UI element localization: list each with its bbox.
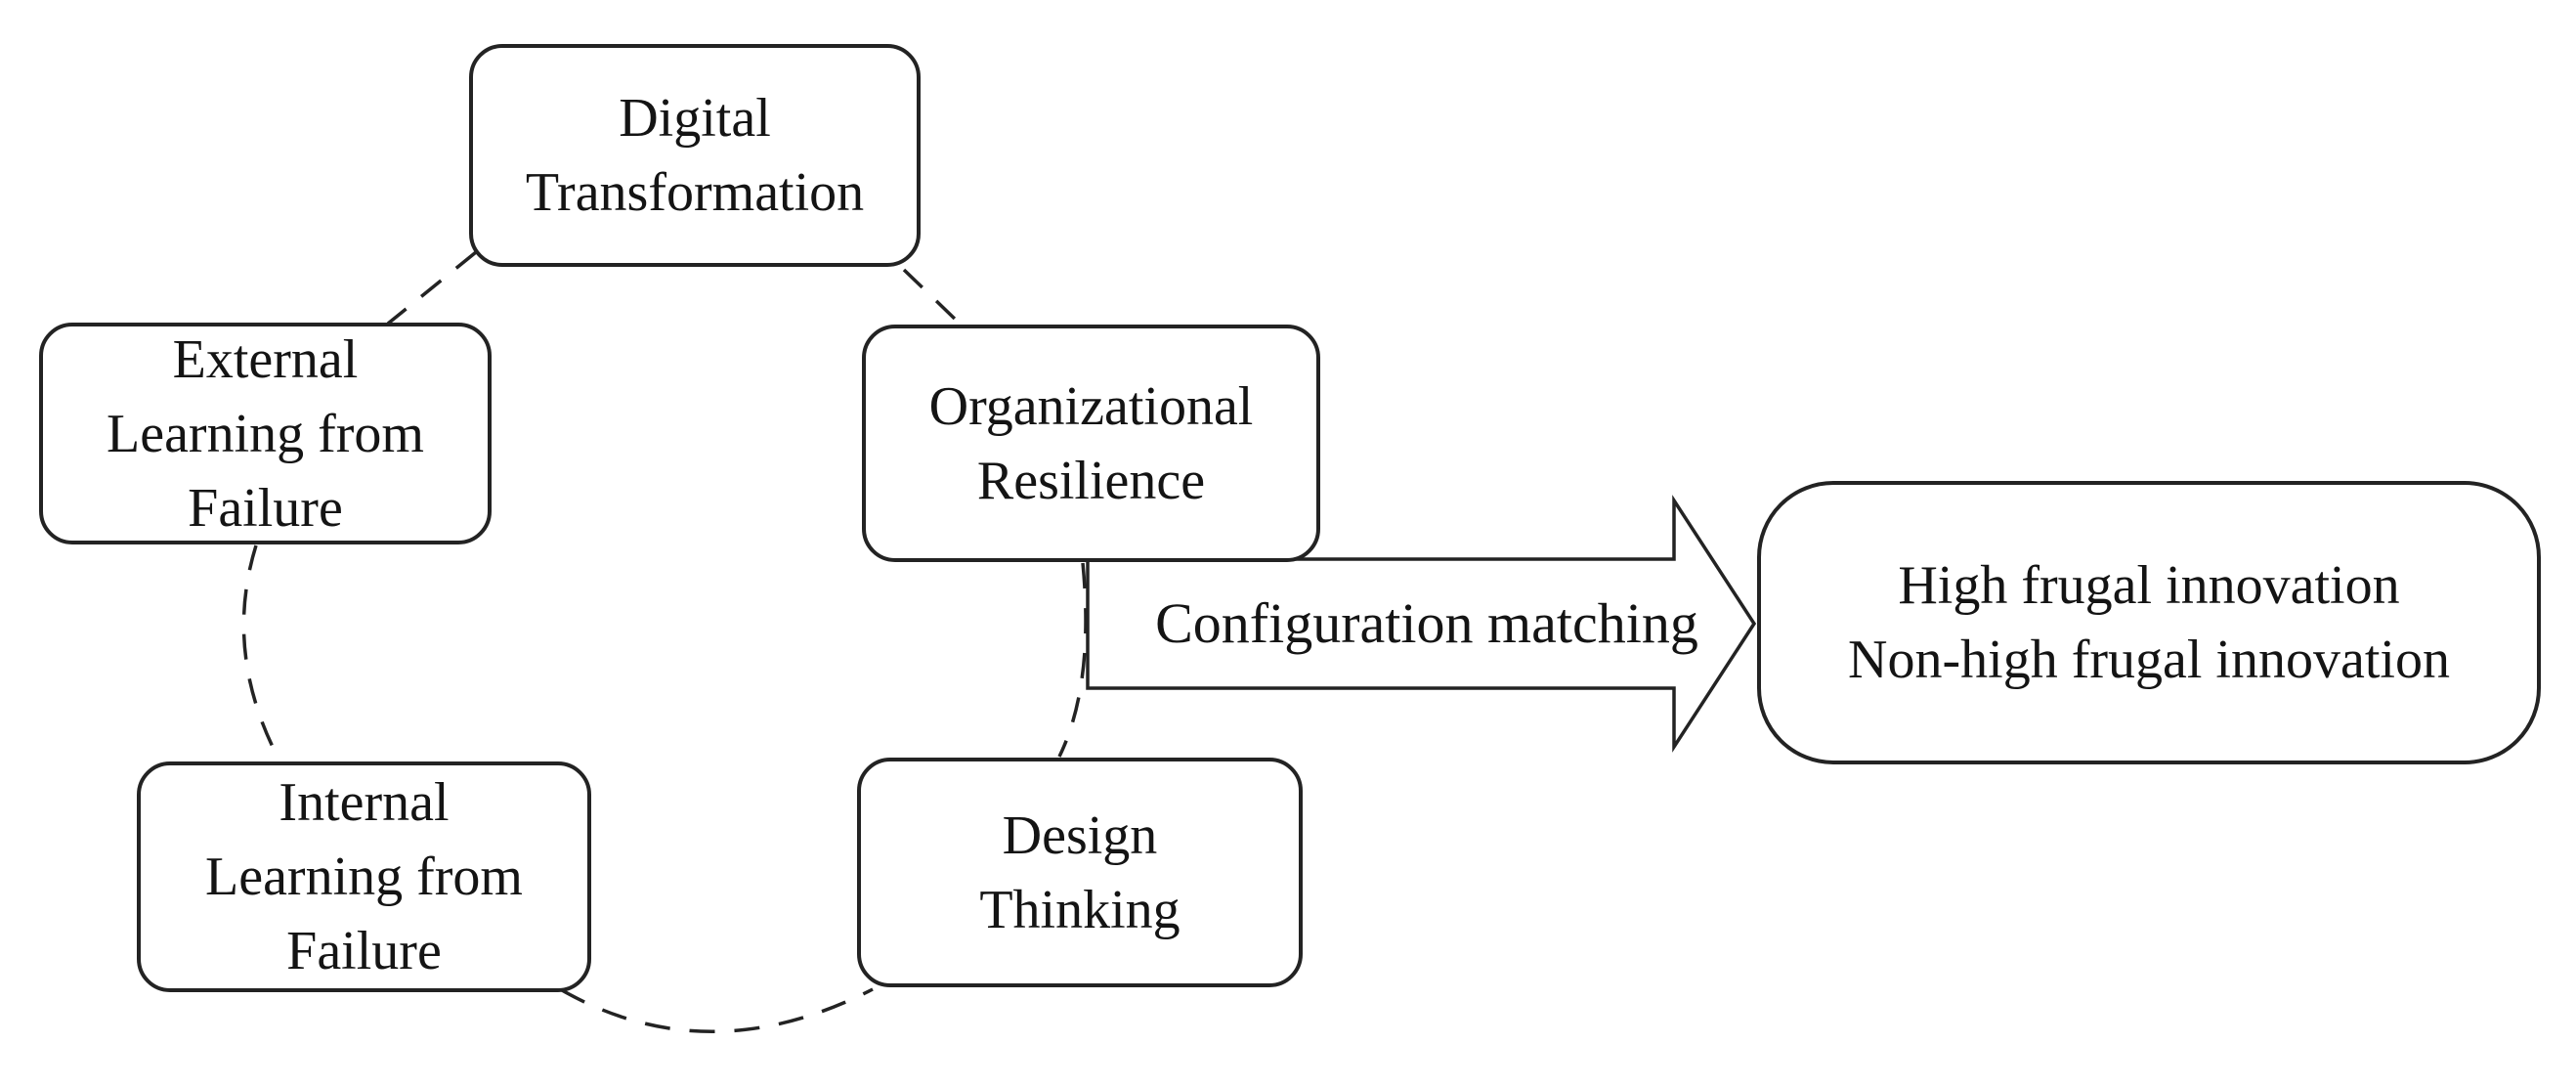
dashed-connector-external-to-internal bbox=[241, 544, 281, 761]
node-label: Digital Transformation bbox=[525, 88, 865, 223]
dashed-connector-digital-to-organizational bbox=[902, 268, 960, 324]
dashed-connector-organizational-to-design bbox=[1057, 562, 1088, 758]
configuration-matching-label: Configuration matching bbox=[1155, 591, 1698, 655]
node-digital-transformation: Digital Transformation bbox=[469, 44, 921, 267]
node-label: External Learning from Failure bbox=[107, 328, 424, 539]
dashed-connector-digital-to-external bbox=[386, 250, 478, 326]
node-label: Organizational Resilience bbox=[928, 375, 1254, 511]
node-frugal-innovation-outcome: High frugal innovation Non-high frugal i… bbox=[1757, 481, 2541, 764]
dashed-connector-internal-to-design bbox=[561, 987, 874, 1033]
node-internal-learning-from-failure: Internal Learning from Failure bbox=[137, 761, 591, 992]
node-organizational-resilience: Organizational Resilience bbox=[862, 325, 1320, 562]
configuration-matching-arrow bbox=[1086, 495, 1757, 753]
node-label: Design Thinking bbox=[979, 804, 1181, 940]
node-external-learning-from-failure: External Learning from Failure bbox=[39, 323, 492, 544]
node-label: High frugal innovation Non-high frugal i… bbox=[1848, 555, 2450, 690]
node-label: Internal Learning from Failure bbox=[205, 772, 523, 981]
node-design-thinking: Design Thinking bbox=[857, 758, 1303, 987]
